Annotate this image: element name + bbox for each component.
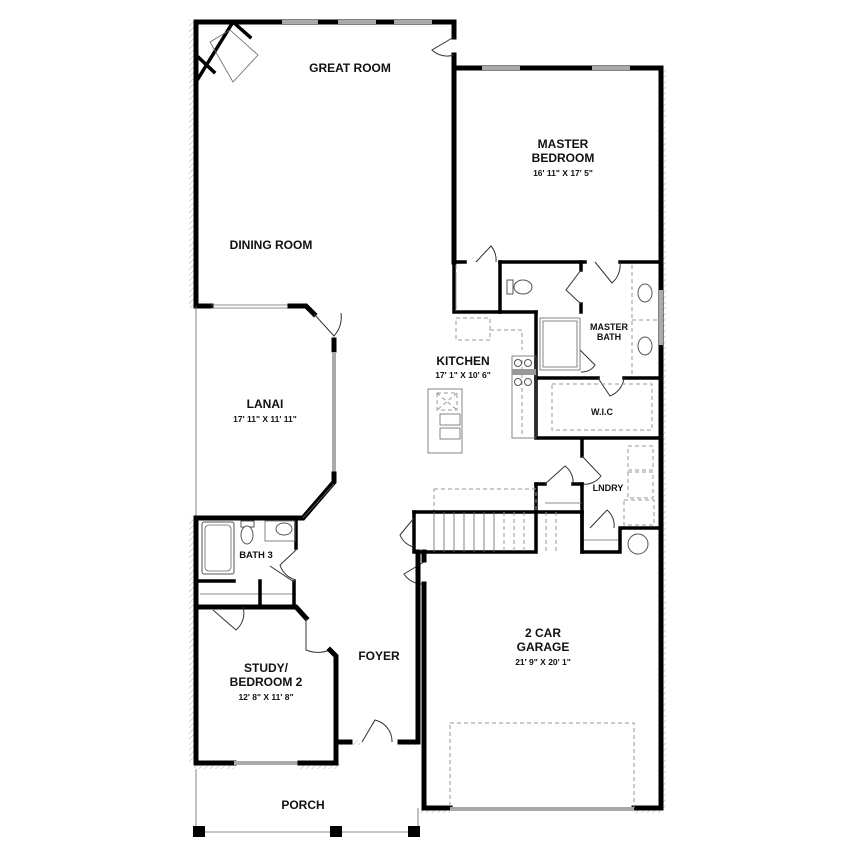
label-kitchen: KITCHEN 17' 1" X 10' 6"	[435, 354, 491, 380]
label-great-room: GREAT ROOM	[309, 61, 391, 75]
label-porch: PORCH	[281, 798, 325, 812]
garage-walls	[403, 549, 664, 811]
laundry-stairs-walls	[399, 438, 663, 555]
lanai-walls	[193, 303, 342, 521]
west-wing-walls	[193, 515, 421, 766]
master-suite-walls	[452, 245, 663, 440]
label-garage: 2 CAR GARAGE 21' 9" X 20' 1"	[515, 626, 571, 667]
stair-treads	[433, 512, 557, 552]
label-bath-3: BATH 3	[239, 550, 273, 561]
label-master-bath: MASTER BATH	[590, 322, 628, 343]
label-laundry: LNDRY	[592, 483, 624, 493]
label-dining-room: DINING ROOM	[229, 238, 313, 252]
label-lanai: LANAI 17' 11" X 11' 11"	[233, 397, 297, 424]
label-wic: W.I.C	[591, 407, 613, 417]
label-foyer: FOYER	[358, 649, 400, 663]
label-master-bedroom: MASTER BEDROOM 16' 11" X 17' 5"	[531, 137, 595, 178]
porch-outline	[193, 769, 420, 837]
label-study-bedroom-2: STUDY/ BEDROOM 2 12' 8" X 11' 8"	[229, 661, 303, 702]
kitchen-fixtures	[427, 317, 537, 454]
